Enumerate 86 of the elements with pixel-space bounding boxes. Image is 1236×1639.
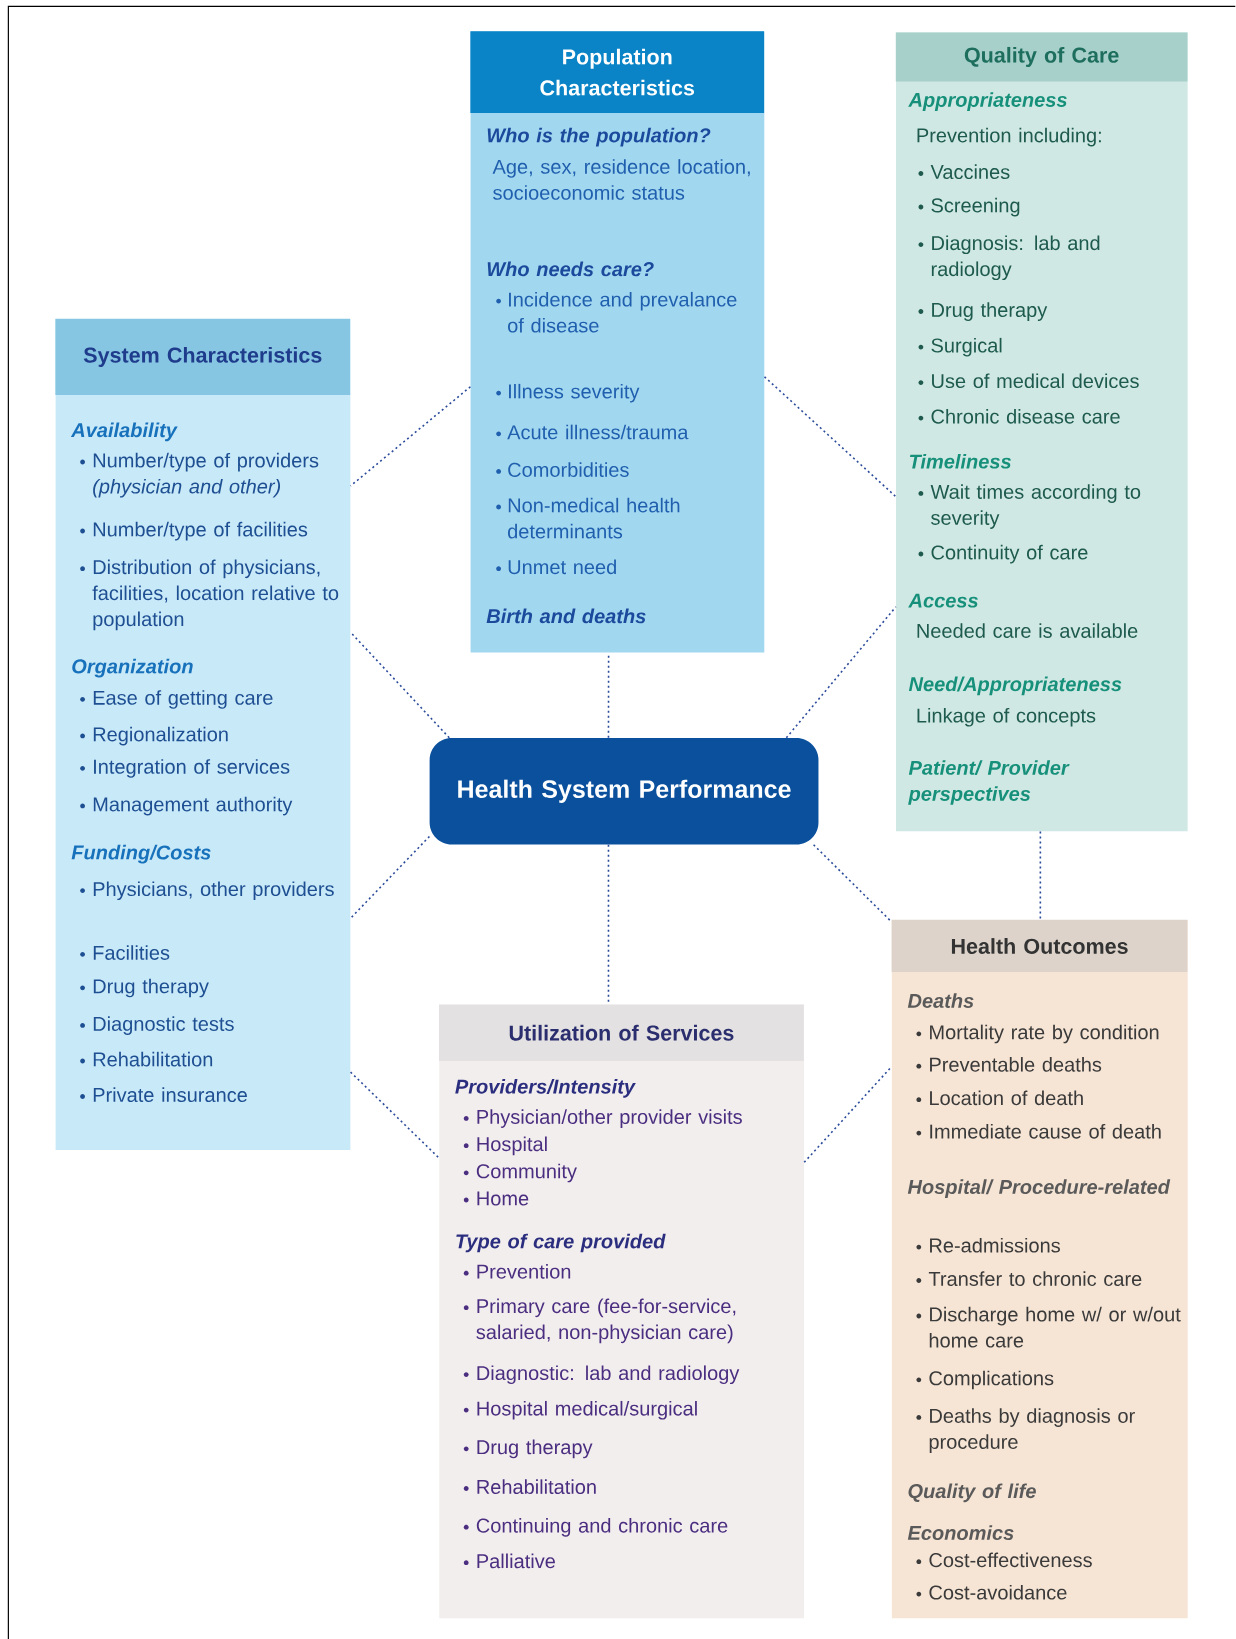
- subheading: Who needs care?: [487, 261, 654, 277]
- connector: [803, 1065, 893, 1164]
- bullet-item: Unmet need: [496, 559, 617, 575]
- bullet-item: Diagnosis: lab and radiology: [918, 235, 1100, 281]
- bullet-item: Ease of getting care: [80, 690, 273, 709]
- bullet-item: Re-admissions: [916, 1237, 1061, 1253]
- bullet-item: Comorbidities: [496, 462, 629, 477]
- panel-header: System Characteristics: [55, 318, 351, 396]
- bullet-item: Wait times according to severity: [918, 484, 1141, 529]
- bullet-item: Palliative: [464, 1553, 556, 1569]
- body-text: Needed care is available: [917, 623, 1138, 638]
- bullet-item: Number/type of facilities: [80, 521, 308, 541]
- panel-header: Health Outcomes: [891, 919, 1188, 973]
- performance-box: Health System Performance: [429, 738, 819, 845]
- bullet-item: Immediate cause of death: [916, 1123, 1161, 1139]
- bullet-item: Hospital medical/surgical: [464, 1400, 698, 1420]
- subheading: Economics: [908, 1525, 1014, 1540]
- subheading: Appropriateness: [908, 92, 1068, 111]
- subheading: Availability: [71, 422, 178, 442]
- bullet-item: Facilities: [80, 945, 170, 960]
- connector: [350, 835, 431, 920]
- bullet-item: Rehabilitation: [80, 1051, 213, 1067]
- bullet-item: Distribution of physicians, facilities, location relative to population: [80, 559, 339, 631]
- bullet-item: Preventable deaths: [916, 1057, 1102, 1072]
- bullet-item: Drug therapy: [80, 978, 210, 998]
- bullet-item: Primary care (fee-for-service, salaried, non-physician care): [464, 1298, 736, 1344]
- bullet-item: Integration of services: [80, 759, 290, 778]
- bullet-item: Chronic disease care: [918, 408, 1120, 424]
- body-text: Linkage of concepts: [917, 707, 1096, 727]
- bullet-item: Discharge home w/ or w/out home care: [916, 1306, 1181, 1348]
- subheading: Organization: [72, 658, 193, 678]
- bullet-item: Private insurance: [80, 1087, 248, 1103]
- bullet-item: Vaccines: [918, 164, 1010, 180]
- bullet-item: Community: [464, 1163, 578, 1183]
- bullet-item: Number/type of providers (physician and other): [80, 452, 319, 498]
- bullet-item: Screening: [918, 197, 1020, 217]
- connector: [1039, 830, 1042, 921]
- bullet-item: Transfer to chronic care: [916, 1271, 1142, 1286]
- subheading: Birth and deaths: [486, 608, 646, 624]
- bullet-item: Complications: [916, 1370, 1054, 1390]
- panel-header: Population Characteristics: [470, 31, 765, 113]
- bullet-item: Surgical: [918, 337, 1002, 357]
- body-text: Prevention including:: [917, 127, 1102, 147]
- bullet-item: Diagnostic tests: [80, 1016, 234, 1035]
- bullet-item: Incidence and prevalance of disease: [496, 291, 737, 333]
- subheading: Who is the population?: [487, 127, 711, 147]
- bullet-item: Continuity of care: [918, 544, 1088, 564]
- bullet-item: Hospital: [464, 1136, 547, 1156]
- bullet-item: Physicians, other providers: [80, 881, 335, 901]
- panel-header: Quality of Care: [896, 32, 1188, 82]
- bullet-item: Drug therapy: [918, 302, 1048, 321]
- panel-header: Utilization of Services: [439, 1004, 805, 1061]
- bullet-item: Drug therapy: [464, 1439, 593, 1459]
- bullet-item: Use of medical devices: [918, 373, 1139, 389]
- bullet-item: Acute illness/trauma: [496, 424, 689, 440]
- bullet-item: Cost-avoidance: [916, 1584, 1067, 1600]
- bullet-item: Location of death: [916, 1090, 1084, 1106]
- subheading: Access: [908, 593, 979, 608]
- subheading: Quality of life: [908, 1483, 1037, 1503]
- bullet-item: Physician/other provider visits: [464, 1109, 743, 1128]
- connector: [763, 376, 897, 498]
- connector: [350, 385, 472, 487]
- bullet-item: Illness severity: [496, 383, 640, 403]
- subheading: Providers/Intensity: [455, 1079, 637, 1098]
- subheading: Type of care provided: [456, 1233, 666, 1253]
- bullet-item: Prevention: [464, 1264, 571, 1279]
- body-text: Age, sex, residence location, socioeconomic status: [492, 159, 751, 200]
- bullet-item: Home: [464, 1191, 529, 1206]
- connector: [813, 844, 893, 923]
- bullet-item: Deaths by diagnosis or procedure: [916, 1408, 1136, 1453]
- subheading: Timeliness: [910, 453, 1012, 469]
- bullet-item: Rehabilitation: [464, 1479, 596, 1495]
- connector: [350, 1071, 441, 1159]
- connector: [350, 631, 451, 739]
- subheading: Hospital/ Procedure-related: [908, 1179, 1171, 1198]
- subheading: Need/Appropriateness: [909, 676, 1122, 696]
- subheading: Patient/ Provider perspectives: [908, 760, 1070, 805]
- subheading: Deaths: [908, 993, 974, 1008]
- bullet-item: Cost-effectiveness: [916, 1552, 1093, 1568]
- bullet-item: Regionalization: [80, 726, 228, 746]
- bullet-item: Mortality rate by condition: [916, 1024, 1159, 1044]
- subheading: Funding/Costs: [71, 844, 211, 864]
- bullet-item: Continuing and chronic care: [464, 1518, 728, 1537]
- bullet-item: Management authority: [80, 796, 293, 816]
- bullet-item: Diagnostic: lab and radiology: [464, 1365, 740, 1385]
- bullet-item: Non-medical health determinants: [496, 497, 680, 539]
